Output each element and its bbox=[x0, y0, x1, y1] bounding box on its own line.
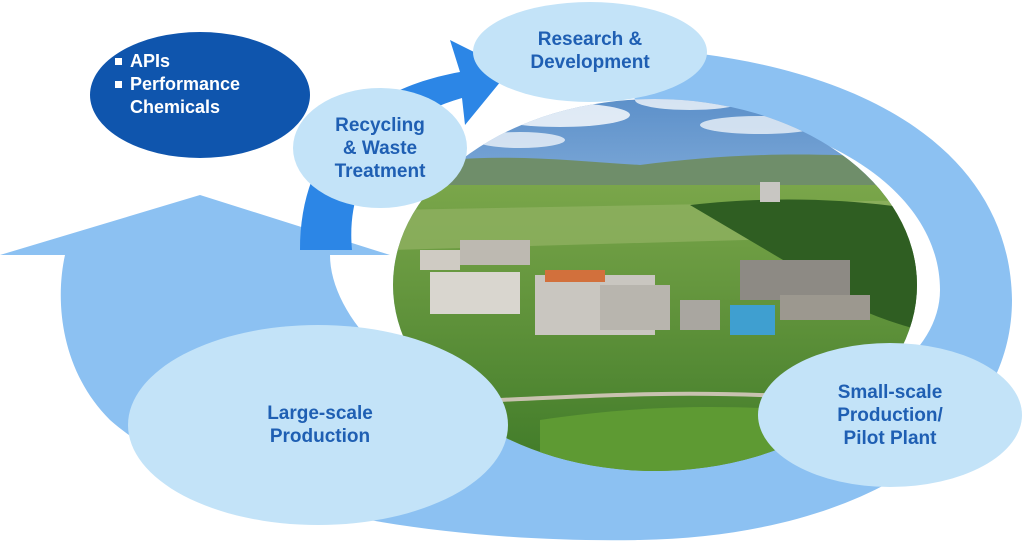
recycling-bubble bbox=[293, 88, 467, 208]
products-item-apis: APIs bbox=[115, 50, 275, 73]
small-scale-bubble bbox=[758, 343, 1022, 487]
products-bubble bbox=[90, 32, 310, 158]
large-scale-bubble bbox=[128, 325, 508, 525]
large-scale-label: Large-scale Production bbox=[267, 403, 373, 447]
research-label: Research & Development bbox=[530, 29, 650, 73]
research-bubble bbox=[473, 2, 707, 102]
recycling-label: Recycling & Waste Treatment bbox=[334, 114, 426, 182]
bullet-icon bbox=[115, 58, 122, 65]
products-item-label: APIs bbox=[130, 51, 171, 71]
bullet-icon bbox=[115, 81, 122, 88]
products-item-performance-chemicals: Performance Chemicals bbox=[115, 73, 275, 119]
products-item-label: Performance Chemicals bbox=[130, 74, 241, 117]
small-scale-label: Small-scale Production/ Pilot Plant bbox=[837, 381, 943, 449]
products-list: APIs Performance Chemicals bbox=[115, 50, 275, 119]
